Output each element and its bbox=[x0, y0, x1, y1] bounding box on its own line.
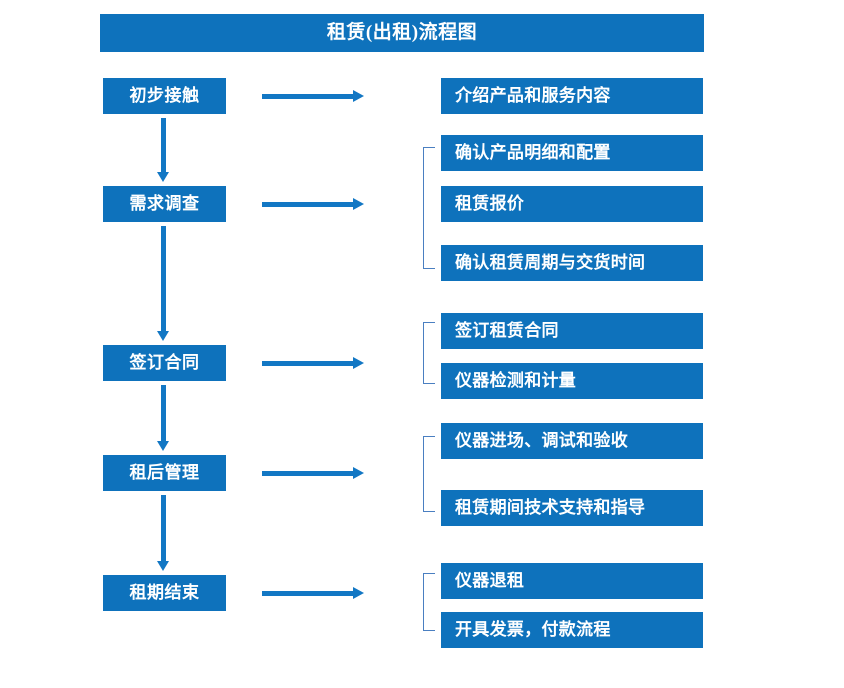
detail-box-2[interactable]: 确认产品明细和配置 bbox=[441, 135, 703, 171]
stage-box-1[interactable]: 初步接触 bbox=[103, 78, 226, 114]
group-bracket-4 bbox=[423, 573, 435, 631]
group-bracket-3 bbox=[423, 436, 435, 512]
stage-box-3[interactable]: 签订合同 bbox=[103, 345, 226, 381]
down-arrow-icon-1 bbox=[157, 118, 170, 182]
page-title: 租赁(出租)流程图 bbox=[100, 14, 704, 52]
detail-box-1[interactable]: 介绍产品和服务内容 bbox=[441, 78, 703, 114]
stage-box-5[interactable]: 租期结束 bbox=[103, 575, 226, 611]
detail-box-4[interactable]: 确认租赁周期与交货时间 bbox=[441, 245, 703, 281]
detail-box-10[interactable]: 开具发票，付款流程 bbox=[441, 612, 703, 648]
down-arrow-icon-4 bbox=[157, 495, 170, 571]
detail-box-6[interactable]: 仪器检测和计量 bbox=[441, 363, 703, 399]
stage-box-2[interactable]: 需求调查 bbox=[103, 186, 226, 222]
group-bracket-1 bbox=[423, 147, 435, 269]
detail-box-3[interactable]: 租赁报价 bbox=[441, 186, 703, 222]
down-arrow-icon-3 bbox=[157, 385, 170, 451]
down-arrow-icon-2 bbox=[157, 226, 170, 341]
right-arrow-icon-5 bbox=[262, 587, 364, 599]
detail-box-5[interactable]: 签订租赁合同 bbox=[441, 313, 703, 349]
detail-box-7[interactable]: 仪器进场、调试和验收 bbox=[441, 423, 703, 459]
stage-box-4[interactable]: 租后管理 bbox=[103, 455, 226, 491]
right-arrow-icon-2 bbox=[262, 198, 364, 210]
detail-box-9[interactable]: 仪器退租 bbox=[441, 563, 703, 599]
right-arrow-icon-3 bbox=[262, 357, 364, 369]
group-bracket-2 bbox=[423, 322, 435, 384]
right-arrow-icon-4 bbox=[262, 467, 364, 479]
right-arrow-icon-1 bbox=[262, 90, 364, 102]
detail-box-8[interactable]: 租赁期间技术支持和指导 bbox=[441, 490, 703, 526]
